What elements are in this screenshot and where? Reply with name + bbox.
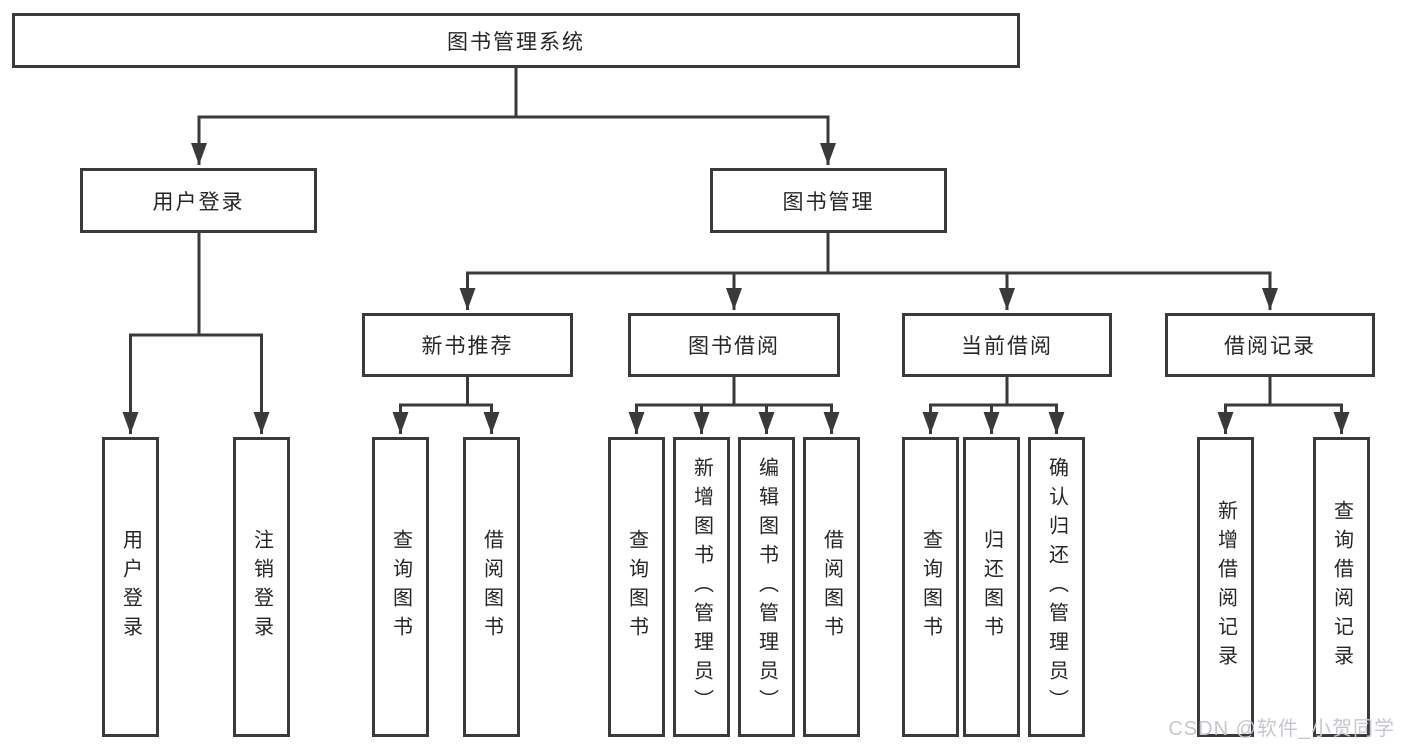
node-book-borrow-label: 图书借阅 <box>688 335 780 358</box>
leaf-borrow-books-recommend-label: 借阅图书 <box>480 529 503 645</box>
node-user-login: 用户登录 <box>80 168 317 233</box>
node-user-login-label: 用户登录 <box>152 190 245 214</box>
leaf-query-borrow-record-label: 查询借阅记录 <box>1330 500 1353 674</box>
leaf-logout: 注销登录 <box>233 437 290 737</box>
node-current-borrow: 当前借阅 <box>902 313 1112 377</box>
leaf-query-books-borrow-label: 查询图书 <box>625 529 648 645</box>
leaf-add-book-admin: 新增图书（管理员） <box>673 437 730 737</box>
leaf-return-books: 归还图书 <box>963 437 1020 737</box>
leaf-edit-book-admin-label: 编辑图书（管理员） <box>755 456 778 718</box>
node-borrow-records: 借阅记录 <box>1165 313 1375 377</box>
leaf-query-books-recommend: 查询图书 <box>372 437 429 737</box>
leaf-borrow-books-borrow: 借阅图书 <box>803 437 860 737</box>
leaf-query-books-recommend-label: 查询图书 <box>389 529 412 645</box>
node-root: 图书管理系统 <box>12 13 1020 68</box>
node-book-borrow: 图书借阅 <box>628 313 840 377</box>
leaf-query-books-current: 查询图书 <box>902 437 959 737</box>
leaf-add-borrow-record: 新增借阅记录 <box>1197 437 1254 737</box>
leaf-query-books-current-label: 查询图书 <box>919 529 942 645</box>
leaf-logout-label: 注销登录 <box>250 529 273 645</box>
leaf-query-books-borrow: 查询图书 <box>608 437 665 737</box>
leaf-user-login: 用户登录 <box>102 437 159 737</box>
node-root-label: 图书管理系统 <box>447 30 585 54</box>
leaf-confirm-return-admin-label: 确认归还（管理员） <box>1045 456 1068 718</box>
node-book-management: 图书管理 <box>710 168 947 233</box>
node-new-book-recommend-label: 新书推荐 <box>421 335 514 358</box>
node-borrow-records-label: 借阅记录 <box>1224 335 1316 358</box>
leaf-edit-book-admin: 编辑图书（管理员） <box>738 437 795 737</box>
leaf-return-books-label: 归还图书 <box>980 529 1003 645</box>
leaf-user-login-label: 用户登录 <box>119 529 142 645</box>
leaf-query-borrow-record: 查询借阅记录 <box>1313 437 1370 737</box>
leaf-confirm-return-admin: 确认归还（管理员） <box>1028 437 1085 737</box>
leaf-borrow-books-borrow-label: 借阅图书 <box>820 529 843 645</box>
leaf-add-borrow-record-label: 新增借阅记录 <box>1214 500 1237 674</box>
leaf-borrow-books-recommend: 借阅图书 <box>463 437 520 737</box>
csdn-watermark: CSDN @软件_小贺同学 <box>1168 718 1395 740</box>
node-book-management-label: 图书管理 <box>782 190 875 214</box>
leaf-add-book-admin-label: 新增图书（管理员） <box>690 456 713 718</box>
node-current-borrow-label: 当前借阅 <box>961 335 1053 358</box>
node-new-book-recommend: 新书推荐 <box>362 313 573 377</box>
